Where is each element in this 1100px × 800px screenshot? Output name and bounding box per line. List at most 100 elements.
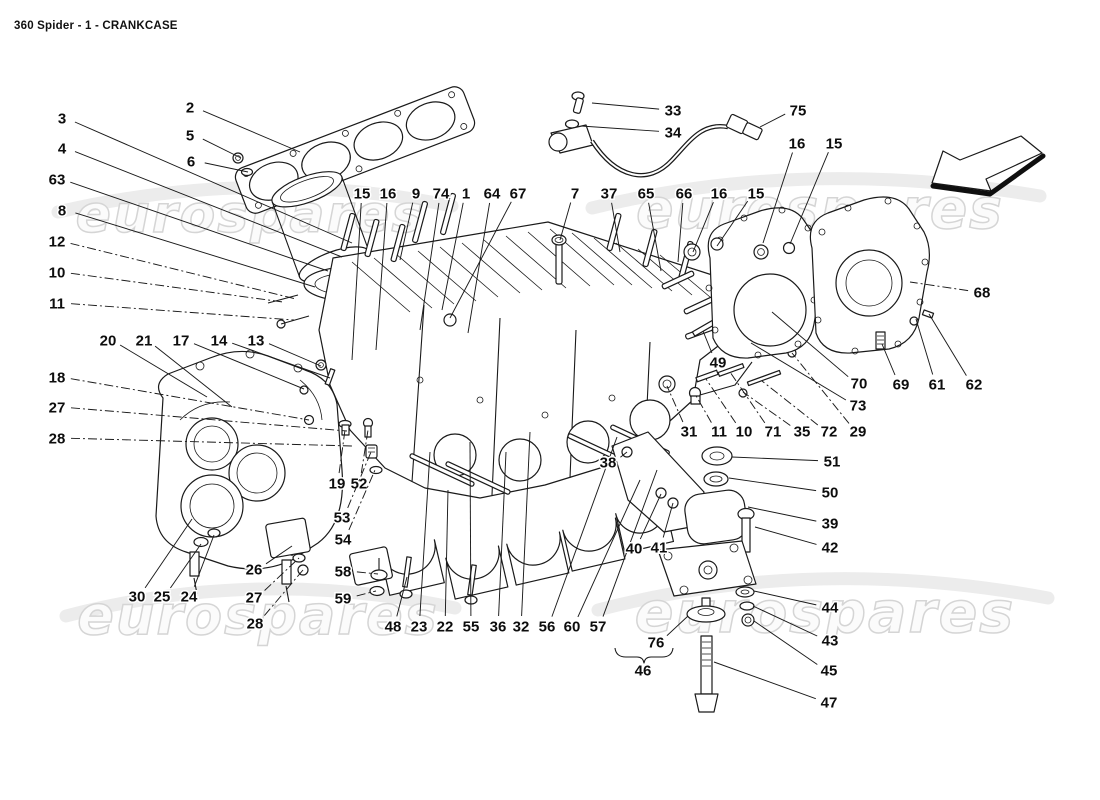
leader-line-32 [521, 431, 531, 617]
callout-45: 45 [821, 663, 838, 680]
callout-13: 13 [248, 333, 265, 350]
callout-72: 72 [821, 424, 838, 441]
leader-line-41 [662, 502, 674, 538]
leader-line-35 [742, 391, 791, 426]
callout-34: 34 [665, 125, 682, 142]
leader-line-11 [70, 303, 295, 321]
callout-61: 61 [929, 377, 946, 394]
leader-line-22 [444, 489, 449, 617]
leader-line-42 [754, 526, 817, 545]
callout-54: 54 [335, 532, 352, 549]
leader-line-11 [694, 393, 712, 423]
cap-stud [467, 564, 477, 596]
callout-32: 32 [513, 619, 530, 636]
callout-55: 55 [463, 619, 480, 636]
callout-44: 44 [822, 600, 839, 617]
leader-line-20 [119, 344, 208, 398]
leader-line-17 [193, 343, 305, 390]
watermark-text: eurospares [635, 580, 1015, 646]
leader-line-51 [731, 456, 819, 462]
nut-13 [315, 359, 327, 371]
callout-15: 15 [748, 186, 765, 203]
callout-22: 22 [437, 619, 454, 636]
leader-line-71 [729, 371, 766, 424]
leader-line-57 [602, 469, 658, 617]
callout-40: 40 [626, 541, 643, 558]
leader-line-62 [928, 313, 967, 376]
callout-56: 56 [539, 619, 556, 636]
leader-line-68 [909, 281, 969, 292]
bolt-47 [694, 635, 719, 713]
leader-line-73 [750, 342, 847, 401]
callout-37: 37 [601, 186, 618, 203]
callout-8: 8 [58, 203, 66, 220]
callout-62: 62 [966, 377, 983, 394]
leader-line-48 [396, 576, 408, 617]
leader-line-1 [441, 202, 464, 311]
callout-5: 5 [186, 128, 194, 145]
leader-line-38 [620, 451, 628, 458]
leader-line-27 [264, 557, 300, 591]
callout-41: 41 [651, 540, 668, 557]
callout-33: 33 [665, 103, 682, 120]
callout-16: 16 [380, 186, 397, 203]
flywheel-side-gasket [683, 206, 825, 359]
leader-line-50 [728, 477, 817, 492]
leader-line-25 [170, 543, 202, 589]
brace-46 [614, 647, 674, 664]
leader-line-7 [559, 202, 572, 241]
leader-line-4 [74, 151, 343, 258]
leader-line-13 [268, 343, 322, 367]
callout-11: 11 [711, 424, 727, 441]
cap-block [265, 517, 311, 559]
callout-20: 20 [100, 333, 117, 350]
stud-14 [324, 368, 336, 386]
callout-68: 68 [974, 285, 991, 302]
leader-line-2 [202, 110, 301, 153]
callout-9: 9 [412, 186, 420, 203]
callout-76: 76 [648, 635, 665, 652]
leader-line-16 [375, 202, 388, 351]
leader-line-15 [351, 202, 362, 361]
callout-16: 16 [711, 186, 728, 203]
callout-43: 43 [822, 633, 839, 650]
bolt-7 [551, 234, 567, 285]
callout-39: 39 [822, 516, 839, 533]
leader-line-31 [666, 385, 684, 423]
callout-51: 51 [824, 454, 841, 471]
swoosh-bottom-left [59, 582, 462, 623]
callout-4: 4 [58, 141, 67, 158]
leader-line-33 [591, 102, 660, 110]
leader-line-19 [338, 429, 346, 474]
callout-52: 52 [351, 476, 368, 493]
leader-line-12 [70, 242, 297, 300]
callout-73: 73 [850, 398, 867, 415]
washer-44 [735, 586, 755, 598]
leader-line-56 [551, 436, 618, 617]
callout-67: 67 [510, 186, 527, 203]
washer-43 [739, 601, 755, 611]
leader-line-66 [677, 202, 684, 263]
leader-line-21 [154, 345, 233, 408]
leader-line-65 [648, 202, 662, 272]
left-direction-arrow [930, 135, 1046, 197]
leader-line-36 [498, 451, 507, 617]
leader-line-47 [713, 661, 816, 700]
leader-line-40 [639, 493, 662, 540]
leader-line-23 [419, 451, 431, 617]
washer-51 [701, 446, 733, 466]
callout-28: 28 [247, 616, 264, 633]
leader-line-49 [702, 330, 713, 354]
callout-74: 74 [433, 186, 450, 203]
rear-main-seal-cover [809, 196, 935, 355]
arrow-shadow [930, 153, 1046, 197]
leader-line-18 [70, 378, 310, 421]
callout-30: 30 [129, 589, 146, 606]
leader-line-14 [232, 342, 331, 379]
callout-27: 27 [49, 400, 66, 417]
callout-75: 75 [790, 103, 807, 120]
callout-69: 69 [893, 377, 910, 394]
sensor-cable [590, 123, 729, 178]
